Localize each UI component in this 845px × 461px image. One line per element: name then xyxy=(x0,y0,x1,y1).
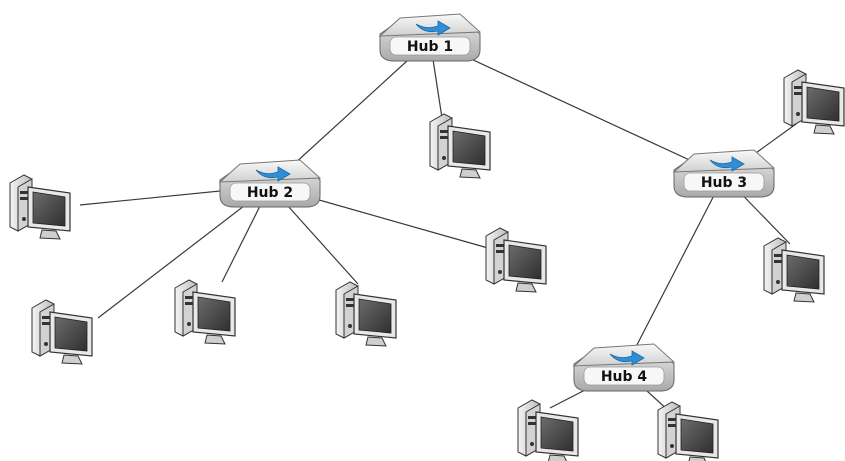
computer-pc6 xyxy=(485,227,547,293)
link-hub1-hub3 xyxy=(429,39,725,177)
computer-pc8 xyxy=(763,237,825,303)
computer-icon xyxy=(783,69,845,135)
computer-icon xyxy=(429,113,491,179)
link-hub2-pc3 xyxy=(97,185,271,319)
hub-4: Hub 4 xyxy=(573,343,675,392)
computer-icon xyxy=(335,281,397,347)
computer-icon xyxy=(517,399,579,461)
computer-pc4 xyxy=(174,279,236,345)
computer-pc7 xyxy=(783,69,845,135)
computer-icon xyxy=(657,401,719,461)
computer-pc1 xyxy=(429,113,491,179)
computer-pc9 xyxy=(517,399,579,461)
computer-icon xyxy=(485,227,547,293)
computer-pc3 xyxy=(31,299,93,365)
computer-pc5 xyxy=(335,281,397,347)
computer-pc10 xyxy=(657,401,719,461)
computer-icon xyxy=(31,299,93,365)
hub-label: Hub 3 xyxy=(701,175,747,191)
computer-pc2 xyxy=(9,174,71,240)
links-layer xyxy=(79,39,797,413)
hub-1: Hub 1 xyxy=(379,13,481,62)
hub-label: Hub 2 xyxy=(247,185,293,201)
computer-icon xyxy=(9,174,71,240)
hub-2: Hub 2 xyxy=(219,159,321,208)
hub-3: Hub 3 xyxy=(673,149,775,198)
nodes-layer: Hub 1 Hub 2 Hub 3 Hub 4 xyxy=(9,13,845,461)
computer-icon xyxy=(763,237,825,303)
computer-icon xyxy=(174,279,236,345)
hub-label: Hub 1 xyxy=(407,39,453,55)
link-hub3-hub4 xyxy=(623,175,725,371)
hub-label: Hub 4 xyxy=(601,369,648,385)
